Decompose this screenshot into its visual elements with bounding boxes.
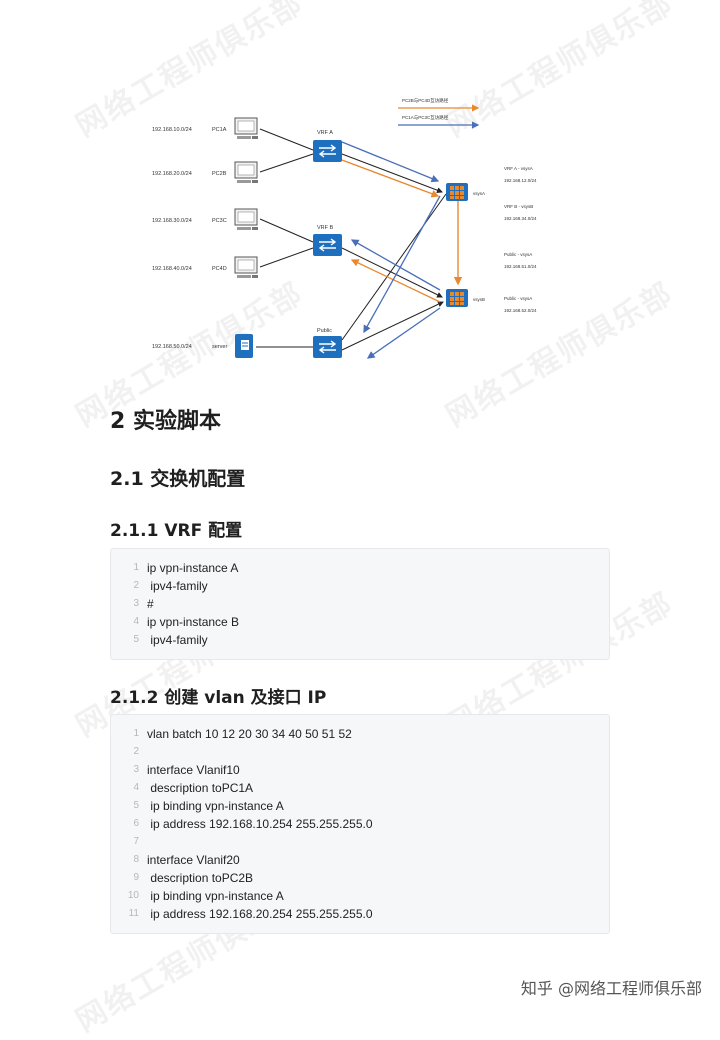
- subsection-heading: 2.1 交换机配置: [110, 468, 246, 490]
- flow-arrow: [363, 195, 441, 334]
- line-number: 10: [127, 890, 139, 901]
- host-name: PC1A: [212, 127, 227, 133]
- host-name: PC2B: [212, 171, 227, 177]
- pc-icon: [234, 256, 258, 278]
- segment-title: Public - vsysA: [504, 296, 532, 301]
- flow-arrow: [350, 259, 441, 303]
- line-number: 9: [133, 872, 139, 883]
- code-text: ip address 192.168.10.254 255.255.255.0: [147, 817, 373, 831]
- line-number: 11: [128, 908, 139, 919]
- switch-label: VRF B: [317, 225, 334, 231]
- code-text: vlan batch 10 12 20 30 34 40 50 51 52: [147, 727, 352, 741]
- flow-arrow: [341, 141, 440, 183]
- section-heading: 2 实验脚本: [110, 409, 221, 434]
- code-text: description toPC2B: [147, 871, 254, 885]
- firewall-icon: [446, 183, 468, 201]
- host-ip: 192.168.20.0/24: [152, 171, 192, 177]
- code-line: 2: [111, 743, 609, 761]
- pc-icon: [234, 208, 258, 230]
- code-line: 1 ip vpn-instance A: [111, 559, 609, 577]
- line-number: 1: [133, 728, 139, 739]
- code-text: ip vpn-instance B: [147, 615, 240, 629]
- host-name: server: [212, 344, 227, 350]
- firewall-icon: [446, 289, 468, 307]
- host-ip: 192.168.40.0/24: [152, 266, 192, 272]
- host-ip: 192.168.10.0/24: [152, 127, 192, 133]
- switch-icon: [313, 234, 342, 256]
- links: [256, 128, 447, 351]
- line-number: 5: [133, 634, 139, 645]
- line-number: 3: [133, 598, 139, 609]
- code-text: description toPC1A: [147, 781, 254, 795]
- line-number: 5: [133, 800, 139, 811]
- switch-label: Public: [317, 328, 332, 334]
- code-line: 9 description toPC2B: [111, 869, 609, 887]
- subsubsection-heading: 2.1.2 创建 vlan 及接口 IP: [110, 688, 327, 708]
- code-line: 10 ip binding vpn-instance A: [111, 887, 609, 905]
- code-text: interface Vlanif20: [147, 853, 240, 867]
- line-number: 3: [133, 764, 139, 775]
- line-number: 4: [133, 782, 139, 793]
- code-text: ipv4-family: [147, 579, 208, 593]
- code-line: 1 vlan batch 10 12 20 30 34 40 50 51 52: [111, 725, 609, 743]
- line-number: 7: [133, 836, 139, 847]
- code-text: #: [147, 597, 154, 611]
- segment-title: Public - vsysA: [504, 252, 532, 257]
- legend-label: PC2B与PC4D互访路径: [402, 97, 449, 104]
- pc-icon: [234, 117, 258, 139]
- network-topology-diagram: PC2B与PC4D互访路径 PC1A与PC3C互访路径 192.168.10.0…: [152, 97, 537, 359]
- segment-ip: 192.168.34.0/24: [504, 216, 537, 221]
- code-line: 6 ip address 192.168.10.254 255.255.255.…: [111, 815, 609, 833]
- segment-ip: 192.168.52.0/24: [504, 308, 537, 313]
- code-line: 5 ipv4-family: [111, 631, 609, 649]
- switch-icon: [313, 336, 342, 358]
- flow-arrow: [366, 307, 441, 359]
- code-line: 4 ip vpn-instance B: [111, 613, 609, 631]
- code-text: interface Vlanif10: [147, 763, 240, 777]
- code-line: 4 description toPC1A: [111, 779, 609, 797]
- line-number: 6: [133, 818, 139, 829]
- segment-ip: 192.168.51.0/24: [504, 264, 537, 269]
- footer-attribution: 知乎 @网络工程师俱乐部: [520, 979, 702, 998]
- host-ip: 192.168.50.0/24: [152, 344, 192, 350]
- legend-label: PC1A与PC3C互访路径: [402, 114, 449, 121]
- code-text: ip binding vpn-instance A: [147, 889, 284, 903]
- code-line: 11 ip address 192.168.20.254 255.255.255…: [111, 905, 609, 923]
- code-text: ip vpn-instance A: [147, 561, 239, 575]
- code-line: 8 interface Vlanif20: [111, 851, 609, 869]
- line-number: 8: [133, 854, 139, 865]
- switch-label: VRF A: [317, 130, 333, 136]
- host-ip: 192.168.30.0/24: [152, 218, 192, 224]
- firewall-label: vsysA: [473, 191, 485, 196]
- firewall-label: vsysB: [473, 297, 485, 302]
- code-text: ipv4-family: [147, 633, 208, 647]
- code-line: 3 interface Vlanif10: [111, 761, 609, 779]
- code-line: 2 ipv4-family: [111, 577, 609, 595]
- subsubsection-heading: 2.1.1 VRF 配置: [110, 521, 243, 541]
- line-number: 4: [133, 616, 139, 627]
- host-name: PC4D: [212, 266, 227, 272]
- flow-arrow: [350, 239, 441, 291]
- code-line: 3#: [111, 595, 609, 613]
- segment-ip: 192.168.12.0/24: [504, 178, 537, 183]
- code-line: 7: [111, 833, 609, 851]
- line-number: 1: [133, 562, 139, 573]
- code-text: ip binding vpn-instance A: [147, 799, 284, 813]
- host-name: PC3C: [212, 218, 227, 224]
- line-number: 2: [133, 580, 139, 591]
- line-number: 2: [133, 746, 139, 757]
- switch-icon: [313, 140, 342, 162]
- pc-icon: [234, 161, 258, 183]
- flow-arrow: [341, 159, 440, 198]
- segment-title: VRF B - vsysB: [504, 204, 533, 209]
- code-block-vlan: 1 vlan batch 10 12 20 30 34 40 50 51 52 2…: [110, 714, 610, 934]
- segment-title: VRF A - vsysA: [504, 166, 533, 171]
- code-text: ip address 192.168.20.254 255.255.255.0: [147, 907, 373, 921]
- server-icon: [235, 334, 253, 358]
- code-line: 5 ip binding vpn-instance A: [111, 797, 609, 815]
